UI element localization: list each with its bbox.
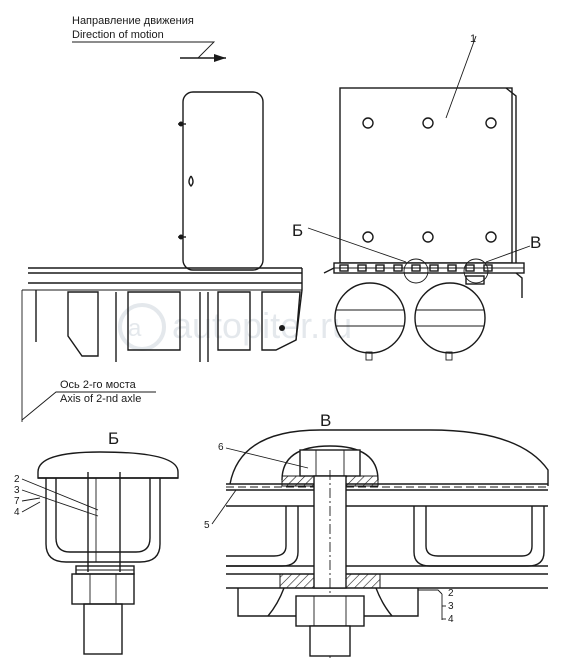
callout-b-3: 3	[14, 485, 20, 496]
callout-v-5: 5	[204, 520, 210, 531]
callout-v-2: 2	[448, 588, 454, 599]
axle-2-note: Ось 2-го моста Axis of 2-nd axle	[21, 290, 156, 422]
frame-rail-side	[22, 267, 303, 362]
direction-leader	[72, 41, 216, 59]
callout-b-2: 2	[14, 474, 20, 485]
direction-of-motion-note: Направление движения Direction of motion	[72, 15, 226, 62]
upright-container-side	[178, 91, 264, 271]
direction-arrow-icon	[180, 54, 226, 62]
detail-v-title: В	[320, 411, 331, 430]
detail-b-title: Б	[108, 429, 119, 448]
wheel-pair	[334, 282, 486, 361]
marker-b: Б	[292, 221, 303, 240]
axle-label-ru: Ось 2-го моста	[60, 379, 137, 391]
callout-v-6: 6	[218, 442, 224, 453]
detail-v-view: В 6	[204, 411, 549, 658]
axle-label-en: Axis of 2-nd axle	[60, 393, 141, 405]
callout-b-4: 4	[14, 507, 20, 518]
detail-b-view: Б 2 3 7 4	[14, 429, 179, 655]
watermark: a autopiter.ru	[118, 303, 352, 351]
container-end-view: 1	[339, 33, 517, 264]
callout-v-3: 3	[448, 601, 454, 612]
mounting-strip	[323, 262, 525, 298]
callout-v-4: 4	[448, 614, 454, 625]
callout-1: 1	[470, 33, 476, 45]
detail-markers: Б В	[292, 221, 541, 284]
direction-label-ru: Направление движения	[72, 15, 194, 27]
callout-b-7: 7	[14, 496, 20, 507]
marker-v: В	[530, 233, 541, 252]
direction-label-en: Direction of motion	[72, 29, 164, 41]
svg-text:a: a	[128, 315, 142, 342]
